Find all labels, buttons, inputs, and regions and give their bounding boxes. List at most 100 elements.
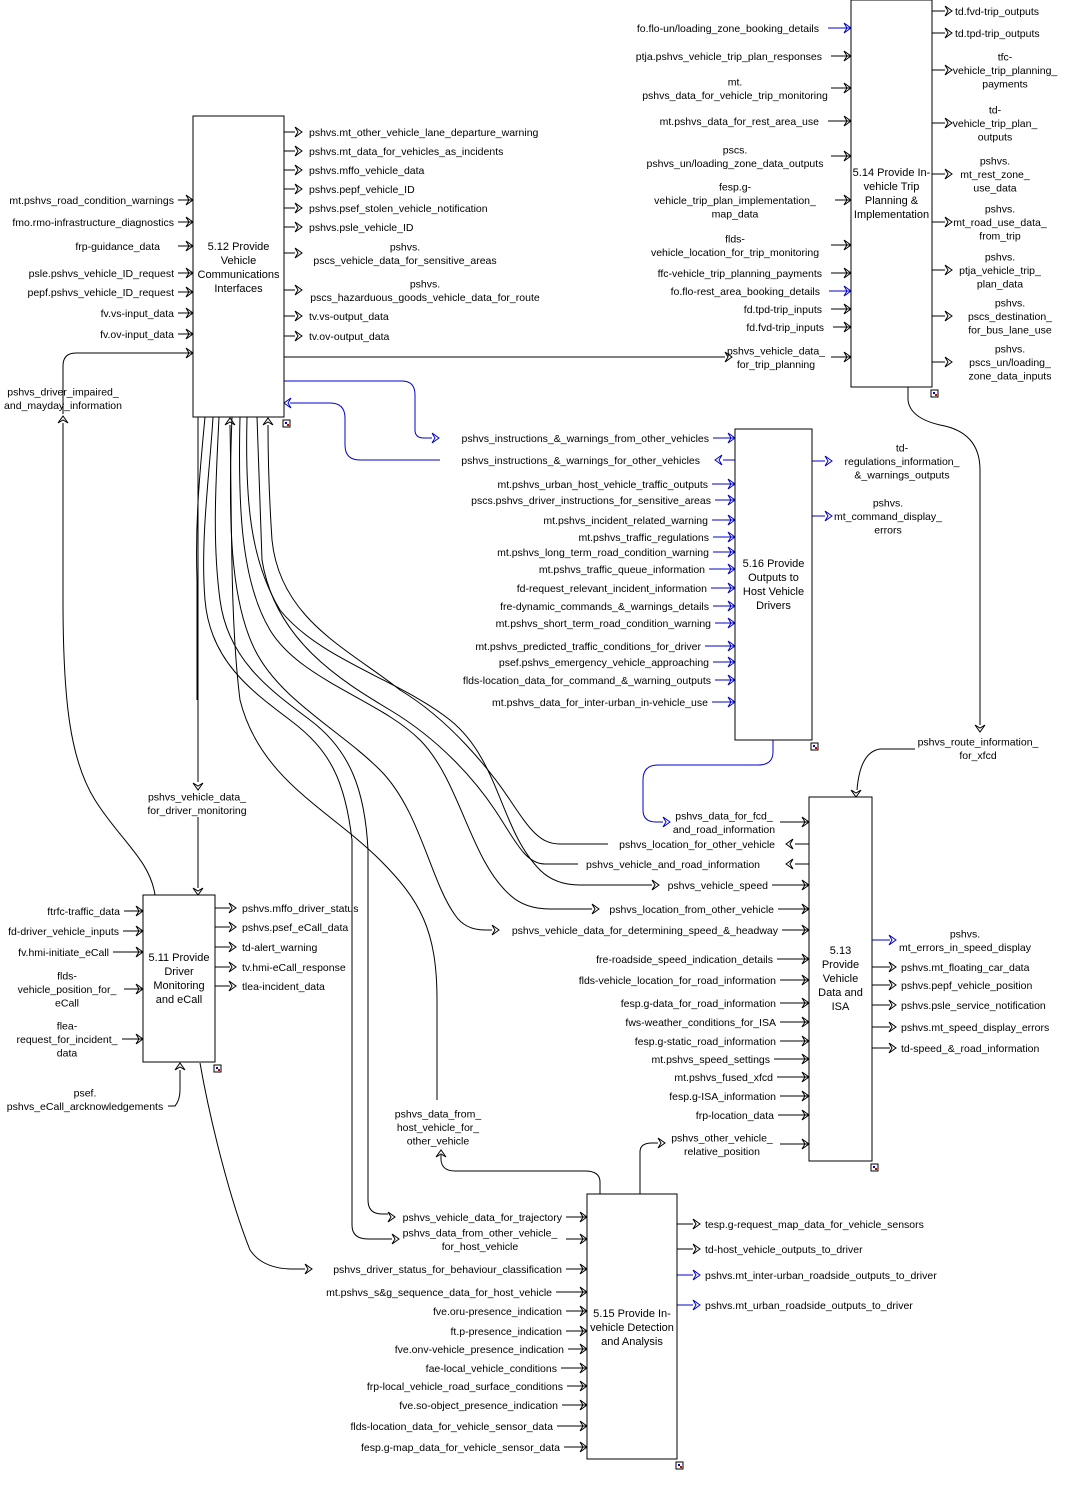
flow-line[interactable] <box>256 416 578 865</box>
flow-label-out-line: zone_data_inputs <box>969 371 1052 383</box>
process-p514-box[interactable] <box>850 0 933 388</box>
flow-label-in: fae-local_vehicle_conditions <box>426 1363 557 1375</box>
expand-marker-dot-red <box>218 1069 220 1071</box>
flow-line[interactable] <box>856 748 915 791</box>
flow-label-in: flea-request_for_incident_data <box>17 1021 118 1060</box>
flow-label-out-line: pshvs. <box>995 344 1025 356</box>
process-title-line: ISA <box>832 1001 850 1013</box>
flow-line[interactable] <box>214 416 388 1215</box>
flow-label-in: fve.onv-vehicle_presence_indication <box>395 1344 564 1356</box>
flow-line[interactable] <box>199 1062 305 1270</box>
flow-label-in-line: fd.fvd-trip_inputs <box>746 322 824 334</box>
flow-line[interactable] <box>196 416 206 700</box>
flow-label-out-line: td-host_vehicle_outputs_to_driver <box>705 1244 863 1256</box>
arrowhead-icon <box>57 415 69 424</box>
flow-label-in: fd-request_relevant_incident_information <box>517 583 707 595</box>
flow-label-in-line: pscs. <box>723 144 748 156</box>
flow-line[interactable] <box>168 1070 181 1107</box>
flow-line[interactable] <box>642 740 774 823</box>
flow-label-out-line: mt_command_display_ <box>834 511 942 523</box>
flow-label-in-line: vehicle_location_for_trip_monitoring <box>651 247 819 259</box>
flow-label-in: frp-guidance_data <box>75 241 160 253</box>
flow-label-out-line: vehicle_trip_plan_ <box>953 118 1038 130</box>
flow-label-in: mt.pshvs_data_for_vehicle_trip_monitorin… <box>642 76 828 102</box>
flow-label-in-line: mt.pshvs_fused_xfcd <box>674 1072 773 1084</box>
flow-label-in: fv.vs-input_data <box>101 308 175 320</box>
flow-label-in: pshvs_vehicle_data_for_trip_planning <box>727 345 825 371</box>
flow-line[interactable] <box>440 1155 601 1194</box>
flow-label-out-line: &_warnings_outputs <box>854 470 949 482</box>
flow-line[interactable] <box>229 424 438 1100</box>
flow-label-in-line: fesp.g-static_road_information <box>635 1036 776 1048</box>
flow-label-out: pshvs.pepf_vehicle_ID <box>309 184 415 196</box>
flow-label-in: flds-vehicle_location_for_road_informati… <box>579 975 776 987</box>
flow-label-out-line: errors <box>874 525 901 537</box>
flow-label-out-line: pshvs.mffo_vehicle_data <box>309 165 425 177</box>
flow-label-out: pshvs.pscs_hazarduous_goods_vehicle_data… <box>310 278 540 304</box>
process-title-line: and eCall <box>156 994 202 1006</box>
flow-label-out: pshvs.pscs_vehicle_data_for_sensitive_ar… <box>313 241 496 266</box>
flow-line[interactable] <box>238 416 592 910</box>
process-p515-box[interactable] <box>586 1193 678 1460</box>
flow-label-out-line: pshvs.psef_eCall_data <box>242 922 348 934</box>
flow-label-in-line: mt.pshvs_short_term_road_condition_warni… <box>496 618 712 630</box>
flow-label-out: pshvs.psle_vehicle_ID <box>309 222 414 234</box>
flow-label-in-line: fre-roadside_speed_indication_details <box>596 954 773 966</box>
flow-label-in: pshvs_vehicle_data_for_determining_speed… <box>512 925 779 937</box>
flow-label-out: pshvs.mt_road_use_data_from_trip <box>953 204 1047 243</box>
flow-label-top: pshvs_data_from_host_vehicle_for_other_v… <box>395 1109 482 1148</box>
flow-line[interactable] <box>62 423 156 896</box>
flow-label-out: pshvs.mt_urban_roadside_outputs_to_drive… <box>705 1300 913 1312</box>
flow-label-out-line: pshvs. <box>950 928 980 940</box>
flow-label-in: flds-vehicle_location_for_trip_monitorin… <box>651 233 819 258</box>
flow-label-in-line: frp-local_vehicle_road_surface_condition… <box>367 1381 563 1393</box>
flow-line[interactable] <box>290 402 440 461</box>
flow-label-in: pshvs_data_for_fcd_and_road_information <box>673 810 775 836</box>
flow-label-in-line: mt.pshvs_speed_settings <box>652 1054 770 1066</box>
flow-label-in: pshvs_vehicle_speed <box>668 880 769 892</box>
flow-label-out-line: tv.ov-output_data <box>309 331 390 343</box>
flow-label-out: pshvs.ptja_vehicle_trip_plan_data <box>959 252 1041 291</box>
arrowhead-icon <box>283 397 292 409</box>
flow-label-out-line: pscs_vehicle_data_for_sensitive_areas <box>313 255 496 267</box>
flow-label-out-line: for_bus_lane_use <box>968 325 1052 337</box>
arrowhead-icon <box>888 979 897 991</box>
flow-line[interactable] <box>62 352 193 414</box>
flow-label-in: pscs.pshvs_un/loading_zone_data_outputs <box>647 144 824 170</box>
flow-label-top-line: pshvs_route_information_ <box>918 736 1039 748</box>
flow-label-in-line: ft.p-presence_indication <box>451 1326 563 1338</box>
flow-label-in-line: fd.tpd-trip_inputs <box>744 304 822 316</box>
flow-label-in: mt.pshvs_incident_related_warning <box>543 515 708 527</box>
flow-label-in-line: fesp.g-map_data_for_vehicle_sensor_data <box>361 1442 560 1454</box>
process-title-line: 5.16 Provide <box>743 558 805 570</box>
flow-line[interactable] <box>203 416 392 1240</box>
arrowhead-icon <box>824 510 833 522</box>
flow-label-in: fv.ov-input_data <box>100 329 174 341</box>
arrowhead-icon <box>944 64 953 76</box>
flow-label-in-line: for_trip_planning <box>737 359 815 371</box>
process-title-line: Outputs to <box>748 572 799 584</box>
process-p513-box[interactable] <box>808 796 873 1162</box>
flow-line[interactable] <box>907 387 981 725</box>
flow-label-out-line: use_data <box>973 183 1016 195</box>
flow-label-out-line: td- <box>896 443 909 455</box>
flow-line[interactable] <box>284 380 432 439</box>
arrowhead-icon <box>724 351 733 363</box>
arrowhead-icon <box>294 202 303 214</box>
process-p511-box[interactable] <box>142 894 216 1063</box>
expand-marker-dot-red <box>287 424 289 426</box>
flow-label-out: pshvs.psle_service_notification <box>901 1000 1046 1012</box>
expand-marker-dot-blue <box>285 422 287 424</box>
flow-label-in-line: frp-location_data <box>696 1110 774 1122</box>
process-p516-box[interactable] <box>734 428 813 741</box>
arrowhead-icon <box>228 980 237 992</box>
process-p512-box[interactable] <box>192 115 285 418</box>
flow-label-out-line: td.tpd-trip_outputs <box>955 28 1040 40</box>
flow-line[interactable] <box>639 1142 658 1194</box>
flow-label-out-line: from_trip <box>979 231 1021 243</box>
flow-label-in: flds-vehicle_position_for_eCall <box>18 971 117 1010</box>
flow-line[interactable] <box>246 416 652 886</box>
flow-line[interactable] <box>229 416 492 931</box>
flow-label-in-line: mt.pshvs_road_condition_warnings <box>9 195 174 207</box>
process-title-line: 5.11 Provide <box>149 952 210 964</box>
